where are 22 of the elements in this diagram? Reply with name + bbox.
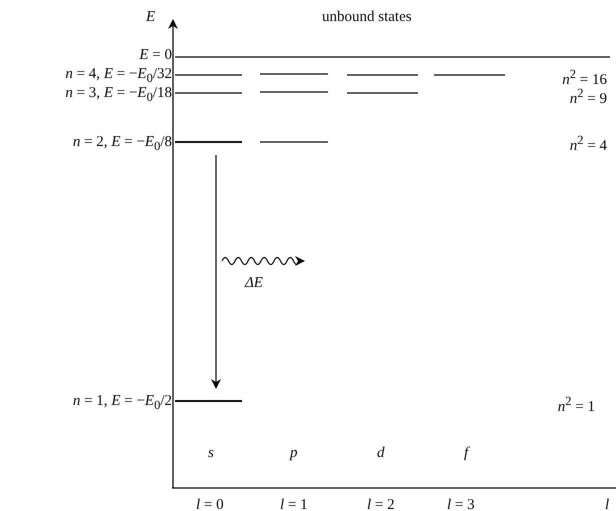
orbital-letter: d bbox=[377, 445, 384, 462]
energy-difference-label: ΔE bbox=[245, 275, 263, 292]
quantum-number-label: l = 2 bbox=[367, 497, 395, 511]
transition-arrow bbox=[211, 155, 221, 389]
quantum-number-label: l = 0 bbox=[196, 497, 224, 511]
energy-level-line bbox=[175, 400, 242, 402]
region-label: unbound states bbox=[322, 9, 412, 26]
axis-label: E bbox=[146, 9, 156, 26]
energy-level-label: n = 3, E = −E$_{0}$/18 bbox=[65, 85, 172, 106]
orbital-letter: s bbox=[208, 445, 214, 462]
quantum-number-label: l = 1 bbox=[280, 497, 308, 511]
energy-value-label: E = 0 bbox=[139, 47, 172, 64]
energy-level-label: n = 2, E = −E$_{0}$/8 bbox=[72, 134, 172, 155]
axis-label: l bbox=[605, 497, 610, 511]
quantum-number-label: l = 3 bbox=[447, 497, 475, 511]
degeneracy-label: n$^{2}$ = 1 bbox=[558, 393, 595, 416]
energy-level-line bbox=[175, 141, 242, 142]
orbital-letter: p bbox=[290, 445, 298, 462]
energy-level-label: n = 1, E = −E$_{0}$/2 bbox=[72, 393, 172, 414]
degeneracy-label: n$^{2}$ = 4 bbox=[570, 132, 607, 155]
orbital-letter: f bbox=[464, 445, 468, 462]
energy-level-label: n = 4, E = −E$_{0}$/32 bbox=[65, 66, 172, 87]
